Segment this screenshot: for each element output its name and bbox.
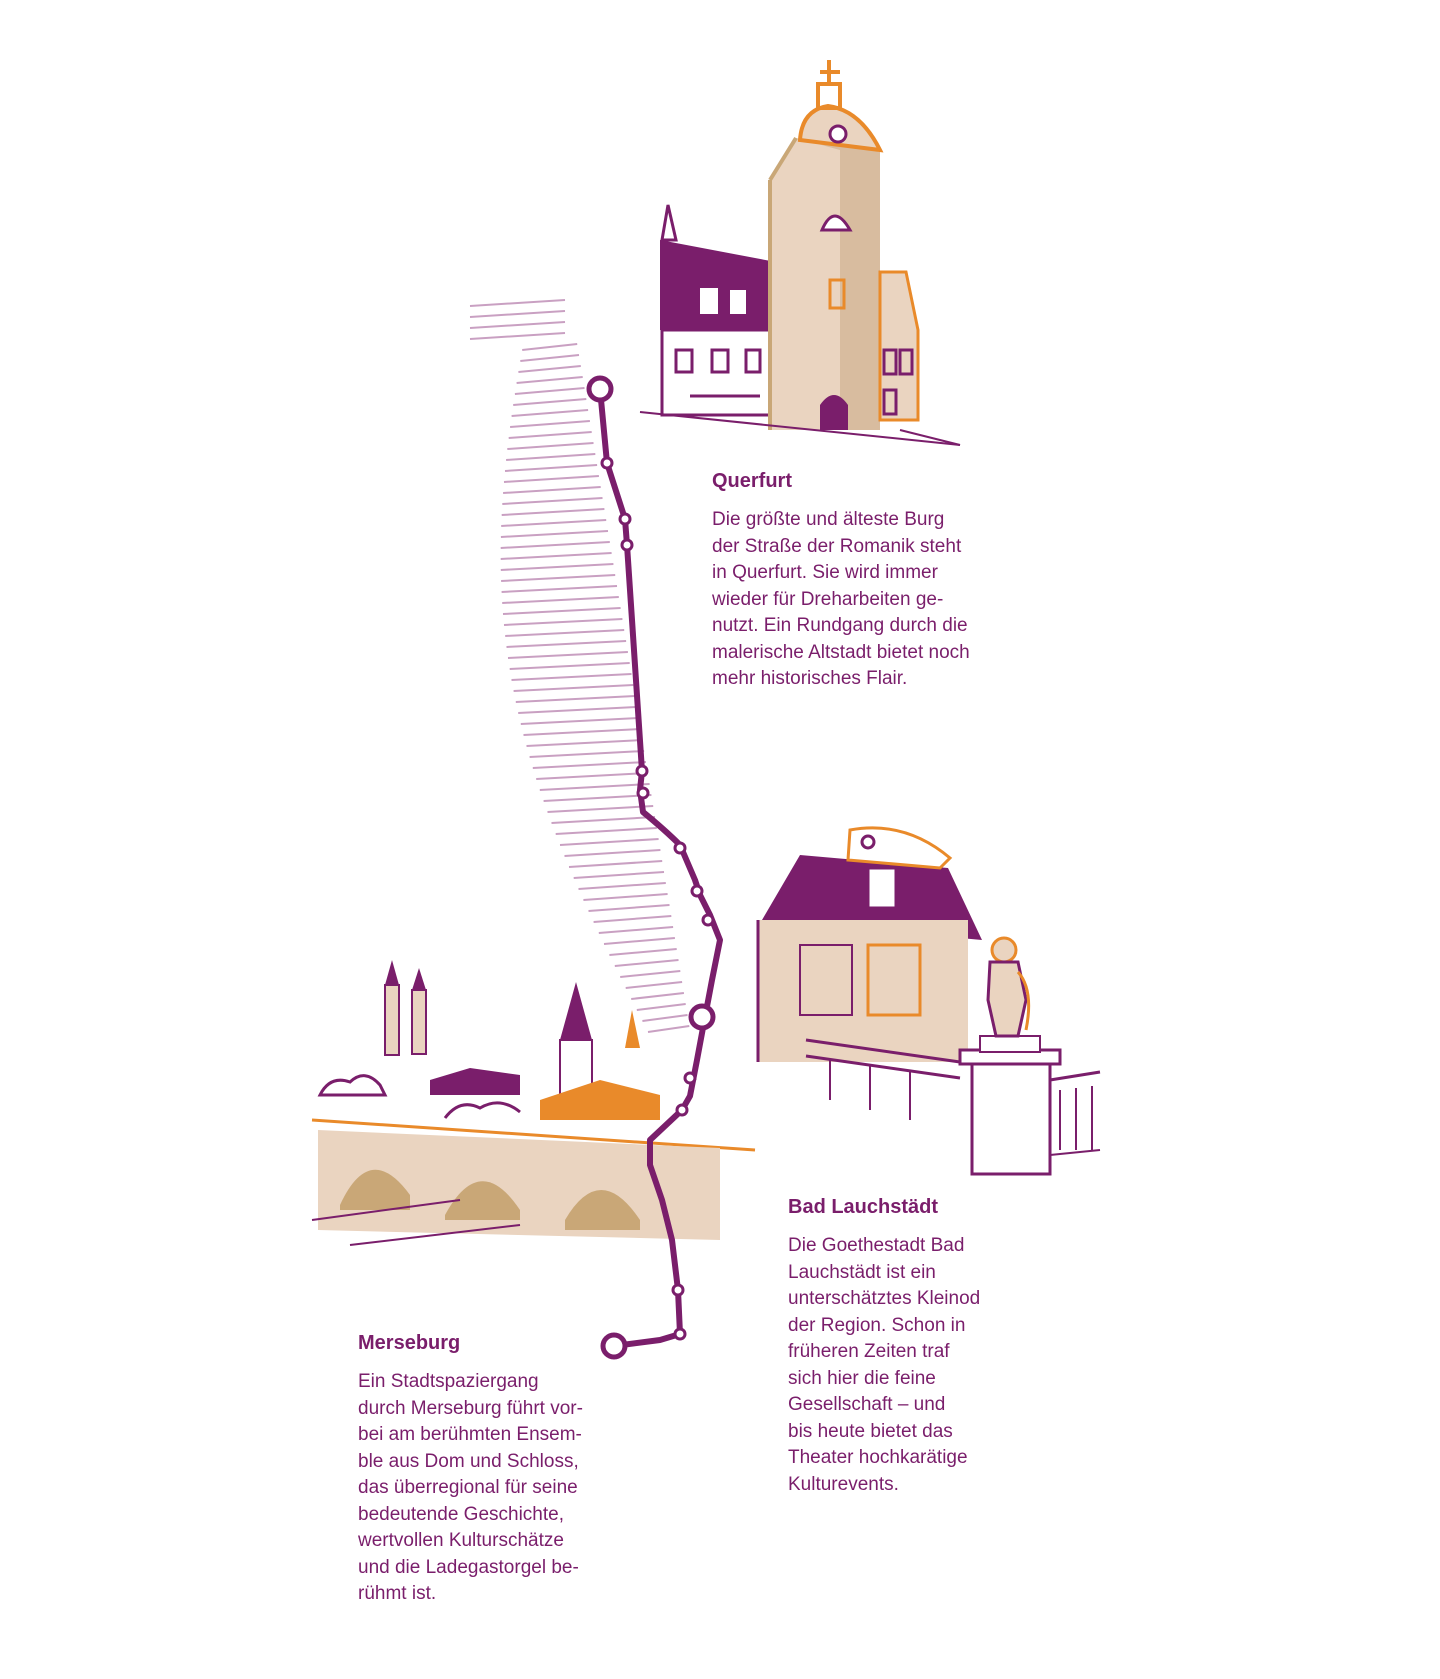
hatch-stroke bbox=[588, 904, 670, 912]
hatch-stroke bbox=[647, 1025, 690, 1033]
hatch-stroke bbox=[506, 453, 596, 461]
hatch-stroke bbox=[513, 398, 587, 406]
hatch-stroke bbox=[514, 387, 585, 395]
hatch-stroke bbox=[503, 475, 599, 483]
hatch-stroke bbox=[642, 1014, 688, 1022]
stop-description: Die Goethestadt Bad Lauchstädt ist ein u… bbox=[788, 1235, 981, 1495]
hatch-stroke bbox=[523, 728, 641, 736]
lauchstaedt-illustration bbox=[756, 826, 1101, 1176]
stop-bad-lauchstaedt: Bad Lauchstädt Die Goethestadt Bad Lauch… bbox=[788, 1196, 1018, 1498]
hatch-stroke bbox=[609, 948, 677, 956]
hatch-stroke bbox=[593, 915, 672, 923]
hatch-stroke bbox=[501, 519, 607, 527]
hatch-stroke bbox=[559, 838, 659, 846]
hatch-stroke bbox=[515, 695, 636, 703]
hatch-stroke bbox=[507, 442, 594, 450]
hatch-stroke bbox=[520, 717, 639, 725]
hatch-stroke bbox=[578, 882, 666, 890]
stop-merseburg: Merseburg Ein Stadtspaziergang durch Mer… bbox=[358, 1332, 618, 1608]
hatch-stroke bbox=[520, 354, 580, 362]
hatch-stroke bbox=[518, 365, 581, 373]
hatch-stroke bbox=[500, 530, 609, 538]
hatch-stroke bbox=[532, 761, 646, 769]
hatch-stroke bbox=[625, 981, 683, 989]
hatch-stroke bbox=[526, 739, 643, 747]
hatch-stroke bbox=[513, 684, 634, 692]
hatch-stroke bbox=[522, 343, 578, 351]
hatch-stroke bbox=[529, 750, 645, 758]
hatch-stroke bbox=[547, 805, 654, 813]
stop-description: Ein Stadtspaziergang durch Merseburg füh… bbox=[358, 1371, 583, 1604]
hatch-stroke bbox=[469, 310, 566, 318]
stop-title: Querfurt bbox=[712, 470, 792, 492]
stop-description: Die größte und älteste Burg der Straße d… bbox=[712, 509, 970, 689]
hatch-stroke bbox=[500, 552, 612, 560]
hatch-stroke bbox=[469, 321, 566, 329]
stop-title: Merseburg bbox=[358, 1332, 461, 1354]
hatch-stroke bbox=[583, 893, 668, 901]
hatch-stroke bbox=[564, 849, 661, 857]
hatch-stroke bbox=[539, 783, 650, 791]
hatch-stroke bbox=[511, 673, 632, 681]
hatch-stroke bbox=[598, 926, 674, 934]
hatch-stroke bbox=[500, 563, 614, 571]
hatch-stroke bbox=[469, 332, 566, 340]
hatch-stroke bbox=[503, 486, 601, 494]
hatch-stroke bbox=[518, 706, 637, 714]
hatch-stroke bbox=[511, 409, 589, 417]
route-shadow-hatching bbox=[469, 299, 690, 1033]
hatch-stroke bbox=[502, 497, 603, 505]
stop-lauchstaedt-marker bbox=[688, 1003, 716, 1031]
hatch-stroke bbox=[555, 827, 657, 835]
hatch-stroke bbox=[509, 662, 630, 670]
hatch-stroke bbox=[503, 618, 623, 626]
hatch-stroke bbox=[504, 464, 598, 472]
hatch-stroke bbox=[614, 959, 679, 967]
hatch-stroke bbox=[505, 629, 625, 637]
querfurt-illustration bbox=[639, 60, 961, 446]
hatch-stroke bbox=[501, 508, 605, 516]
stop-merseburg-marker bbox=[600, 1332, 628, 1360]
merseburg-illustration bbox=[311, 960, 756, 1246]
hatch-stroke bbox=[636, 1003, 686, 1011]
route-line bbox=[586, 375, 723, 1360]
hatch-stroke bbox=[510, 420, 590, 428]
hatch-stroke bbox=[631, 992, 685, 1000]
hatch-stroke bbox=[469, 299, 566, 307]
hatch-stroke bbox=[501, 585, 618, 593]
hatch-stroke bbox=[501, 574, 616, 582]
hatch-stroke bbox=[573, 871, 665, 879]
hatch-stroke bbox=[603, 937, 675, 945]
hatch-stroke bbox=[551, 816, 656, 824]
hatch-stroke bbox=[536, 772, 648, 780]
hatch-stroke bbox=[620, 970, 681, 978]
stop-querfurt: Querfurt Die größte und älteste Burg der… bbox=[712, 470, 1022, 693]
hatch-stroke bbox=[500, 541, 610, 549]
hatch-stroke bbox=[568, 860, 663, 868]
hatch-stroke bbox=[516, 376, 583, 384]
stop-querfurt-marker bbox=[586, 375, 614, 403]
stop-title: Bad Lauchstädt bbox=[788, 1196, 939, 1218]
hatch-stroke bbox=[502, 607, 621, 615]
hatch-stroke bbox=[543, 794, 652, 802]
hatch-stroke bbox=[502, 596, 619, 604]
hatch-stroke bbox=[507, 651, 628, 659]
hatch-stroke bbox=[508, 431, 592, 439]
hatch-stroke bbox=[506, 640, 627, 648]
